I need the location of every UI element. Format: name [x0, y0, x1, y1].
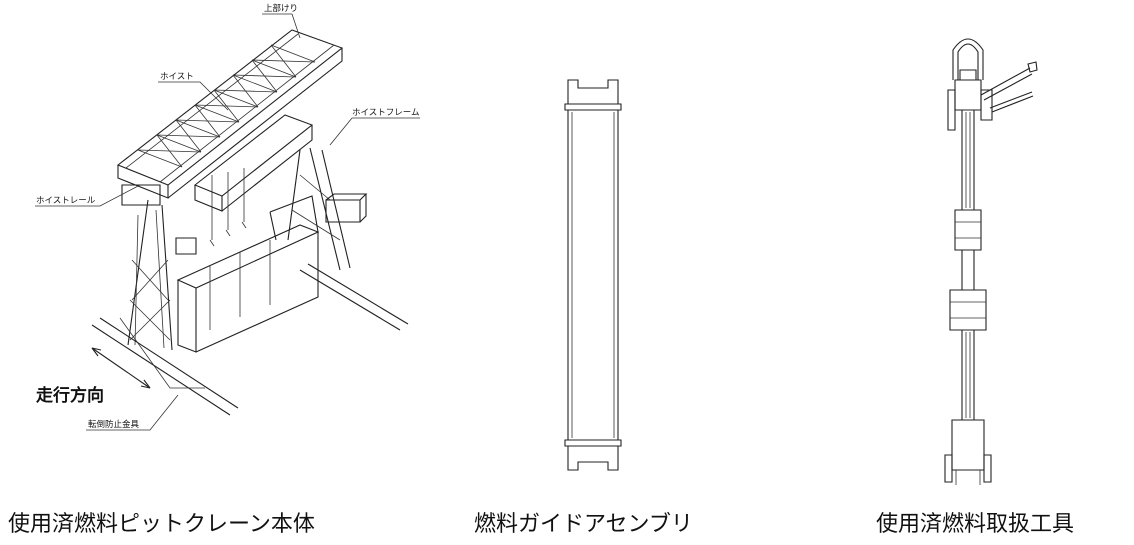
handling-tool-drawing: [944, 38, 1038, 485]
fuel-guide-drawing: [564, 79, 622, 471]
crane-drawing: [91, 29, 409, 416]
label-hoist: ホイスト: [160, 72, 194, 82]
label-anti-tip-fitting: 転倒防止金具: [88, 419, 140, 430]
label-hoist-frame: ホイストフレーム: [352, 108, 420, 118]
caption-crane: 使用済燃料ピットクレーン本体: [8, 512, 315, 537]
label-hoist-rail: ホイストレール: [36, 196, 96, 206]
crane-leaders: [35, 13, 420, 431]
label-travel-direction: 走行方向: [36, 385, 104, 406]
label-upper-beam: 上部けり: [264, 3, 298, 14]
caption-fuel-guide: 燃料ガイドアセンブリ: [474, 512, 693, 537]
caption-handling-tool: 使用済燃料取扱工具: [876, 512, 1074, 537]
